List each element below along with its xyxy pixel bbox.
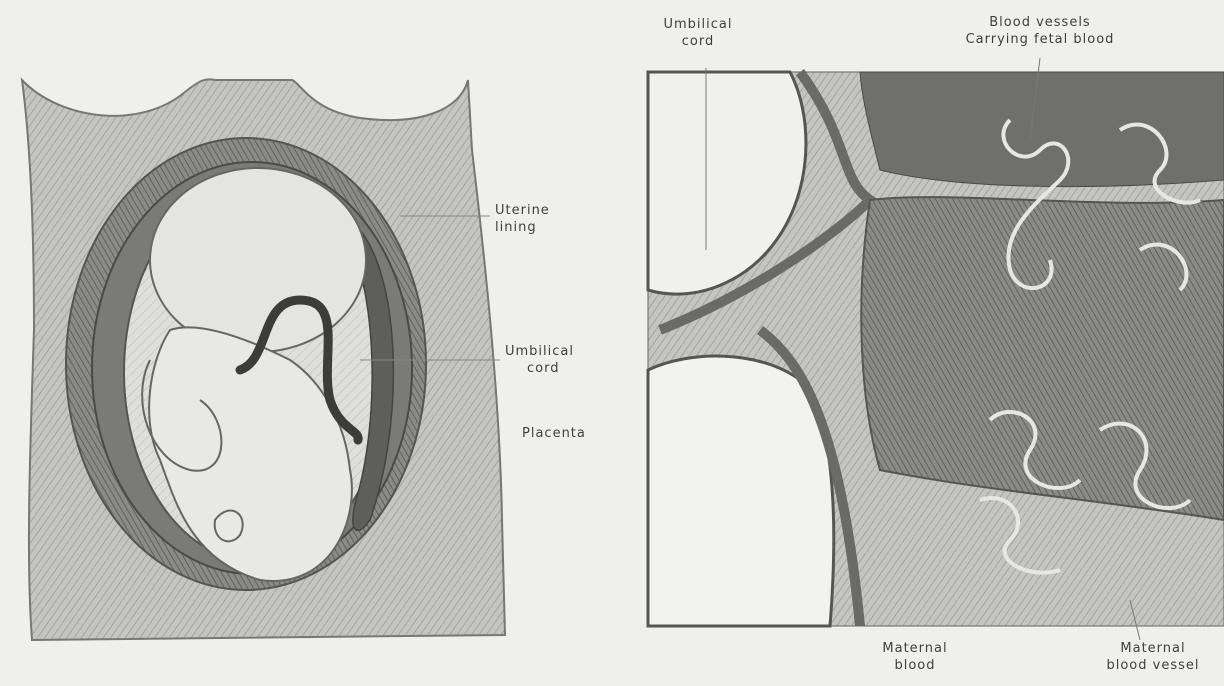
fetus-head xyxy=(150,168,366,352)
placenta-section-illustration xyxy=(648,58,1224,640)
label-maternal-vessel: Maternal blood vessel xyxy=(1086,640,1220,674)
label-fetal-vessels: Blood vessels Carrying fetal blood xyxy=(920,14,1160,48)
uterus-illustration xyxy=(22,79,505,640)
label-uterine-lining: Uterine lining xyxy=(495,202,550,236)
upper-tissue xyxy=(860,72,1224,187)
label-maternal-blood: Maternal blood xyxy=(860,640,970,674)
label-placenta: Placenta xyxy=(522,425,586,442)
label-umbilical-cord-right: Umbilical cord xyxy=(648,16,748,50)
label-umbilical-cord-left: Umbilical cord xyxy=(505,343,574,377)
